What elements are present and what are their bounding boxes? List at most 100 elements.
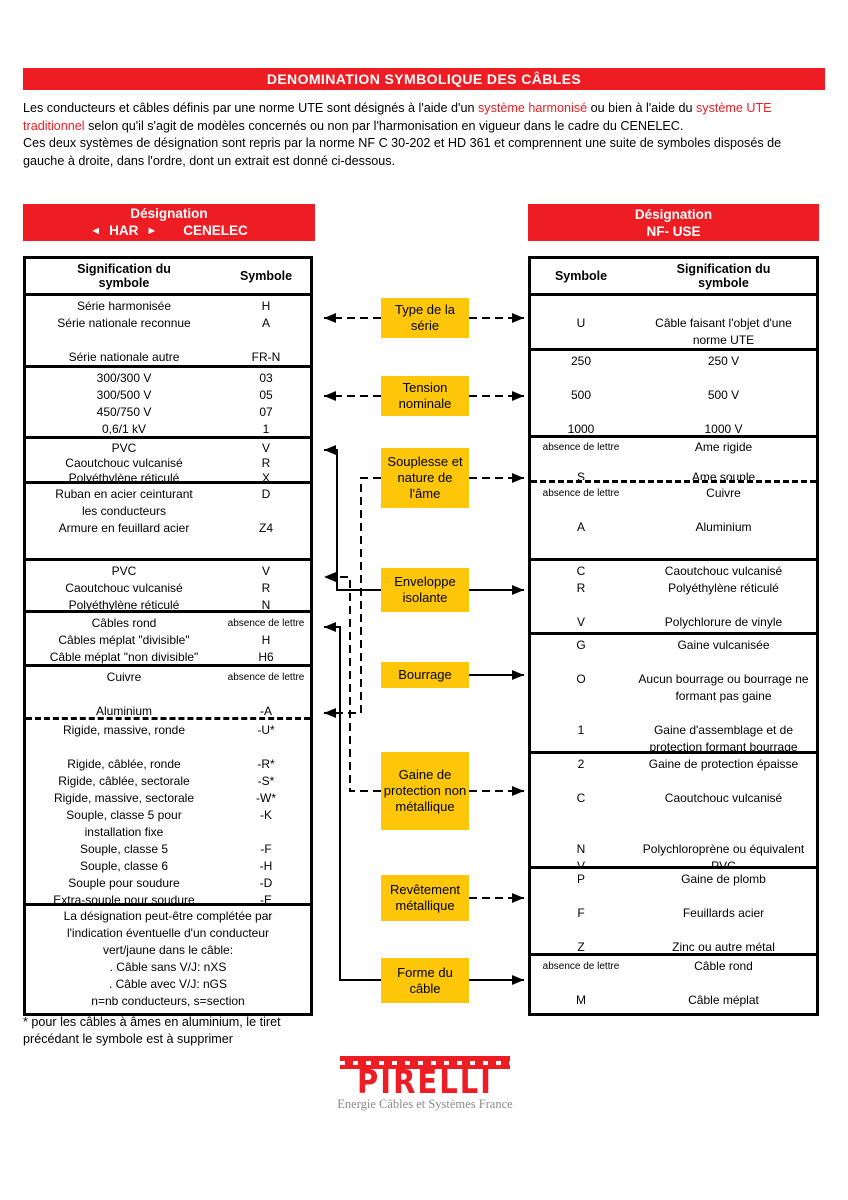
signification-cell: Gaine vulcanisée — [677, 638, 770, 652]
symbol-cell — [531, 922, 631, 939]
symbol-cell: 05 — [259, 388, 273, 402]
signification-cell: Ame souple — [691, 470, 756, 480]
symbol-cell — [531, 807, 631, 824]
signification-cell — [26, 332, 222, 349]
signification-cell: Câble rond — [694, 959, 753, 973]
signification-cell: Polyéthylène réticulé — [68, 598, 180, 610]
signification-cell: Extra-souple pour soudure — [53, 893, 195, 903]
table-row: La désignation peut-être complétée par — [63, 909, 273, 923]
signification-cell — [631, 922, 816, 939]
signification-cell: Aucun bourrage ou bourrage ne — [638, 672, 809, 686]
symbol-cell — [531, 888, 631, 905]
signification-cell: Armure en feuillard acier — [58, 521, 190, 535]
symbol-cell: N — [576, 842, 586, 856]
symbol-cell: M — [576, 993, 586, 1007]
symbol-cell — [531, 739, 631, 751]
signification-cell — [631, 654, 816, 671]
table-row — [26, 739, 310, 756]
symbol-cell: absence de lettre — [227, 672, 305, 683]
symbol-cell: N — [261, 598, 271, 610]
signification-cell: 450/750 V — [96, 405, 152, 419]
cenelec-label: CENELEC — [183, 222, 248, 238]
symbol-cell — [222, 824, 310, 841]
symbol-cell: -A — [260, 704, 272, 717]
symbol-cell — [222, 739, 310, 756]
symbol-cell: O — [576, 672, 586, 686]
symbol-cell: -F — [260, 842, 272, 856]
pirelli-logo: PIRELLI Energie Câbles et Systèmes Franc… — [330, 1056, 520, 1112]
signification-cell: 300/300 V — [96, 371, 152, 385]
signification-cell: Câbles rond — [91, 616, 157, 630]
signification-cell: installation fixe — [84, 825, 164, 839]
symbol-cell: C — [576, 791, 586, 805]
intro-paragraph-1: Les conducteurs et câbles définis par un… — [23, 100, 825, 135]
signification-cell: Souple, classe 5 — [79, 842, 169, 856]
intro-text-segment: système harmonisé — [477, 101, 588, 115]
symbol-cell — [531, 975, 631, 992]
signification-cell: protection formant bourrage — [649, 740, 798, 751]
symbol-cell: FR-N — [251, 350, 281, 364]
right-col-signification: Signification du symbole — [676, 262, 771, 290]
signification-cell: Feuillards acier — [682, 906, 765, 920]
table-row — [531, 370, 816, 387]
har-left-arrow-icon: ◄ — [90, 224, 102, 237]
signification-cell — [631, 370, 816, 387]
table-row — [531, 298, 816, 315]
symbol-cell — [531, 773, 631, 790]
label-box-revetement-metallique: Revêtement métallique — [381, 875, 469, 921]
signification-cell: norme UTE — [692, 333, 755, 347]
symbol-cell — [531, 654, 631, 671]
symbol-cell: V — [576, 859, 585, 866]
symbol-cell: 1 — [577, 723, 585, 737]
signification-cell: Souple pour soudure — [68, 876, 180, 890]
signification-cell: Série nationale autre — [68, 350, 180, 364]
table-row — [531, 824, 816, 841]
symbol-cell: -K — [260, 808, 272, 822]
har-cenelec-line: ◄ HAR ► CENELEC — [90, 222, 248, 241]
table-row: protection formant bourrage — [531, 739, 816, 751]
har-label: HAR — [109, 222, 139, 238]
symbol-cell: H — [261, 299, 271, 313]
right-col-symbole: Symbole — [554, 269, 608, 283]
label-box-type-serie: Type de la série — [381, 298, 469, 338]
symbol-cell: Z — [577, 940, 585, 953]
symbol-cell: C — [576, 564, 586, 578]
left-designation-title: Désignation — [130, 205, 208, 221]
table-row: S Ame souple — [531, 470, 816, 480]
left-section-souplesse: Rigide, massive, ronde-U*Rigide, câblée,… — [26, 717, 310, 903]
symbol-cell: S — [576, 470, 585, 480]
label-box-tension-nominale: Tension nominale — [381, 376, 469, 416]
har-right-arrow-icon: ► — [146, 224, 158, 237]
symbol-cell — [531, 536, 631, 553]
symbol-cell: V — [261, 441, 270, 455]
symbol-cell: -E — [260, 893, 272, 903]
left-table-header: Signification du symbole Symbole — [26, 259, 310, 293]
signification-cell: Caoutchouc vulcanisé — [65, 581, 183, 595]
arrow-gaine-left — [324, 572, 381, 792]
symbol-cell: Z4 — [258, 521, 273, 535]
intro-paragraph: Les conducteurs et câbles définis par un… — [23, 100, 825, 170]
signification-cell: 250 V — [707, 354, 740, 368]
table-row: Aluminium-A — [26, 703, 310, 717]
table-row: vert/jaune dans le câble: — [102, 943, 234, 957]
symbol-cell — [531, 298, 631, 315]
table-row: n=nb conducteurs, s=section — [91, 994, 245, 1008]
symbol-cell: A — [261, 316, 270, 330]
label-box-gaine-protection: Gaine de protection non métallique — [381, 752, 469, 830]
symbol-cell: -R* — [257, 757, 275, 771]
table-row — [531, 502, 816, 519]
right-designation-header: Désignation NF- USE — [528, 204, 819, 241]
footnote: * pour les câbles à âmes en aluminium, l… — [23, 1014, 363, 1048]
